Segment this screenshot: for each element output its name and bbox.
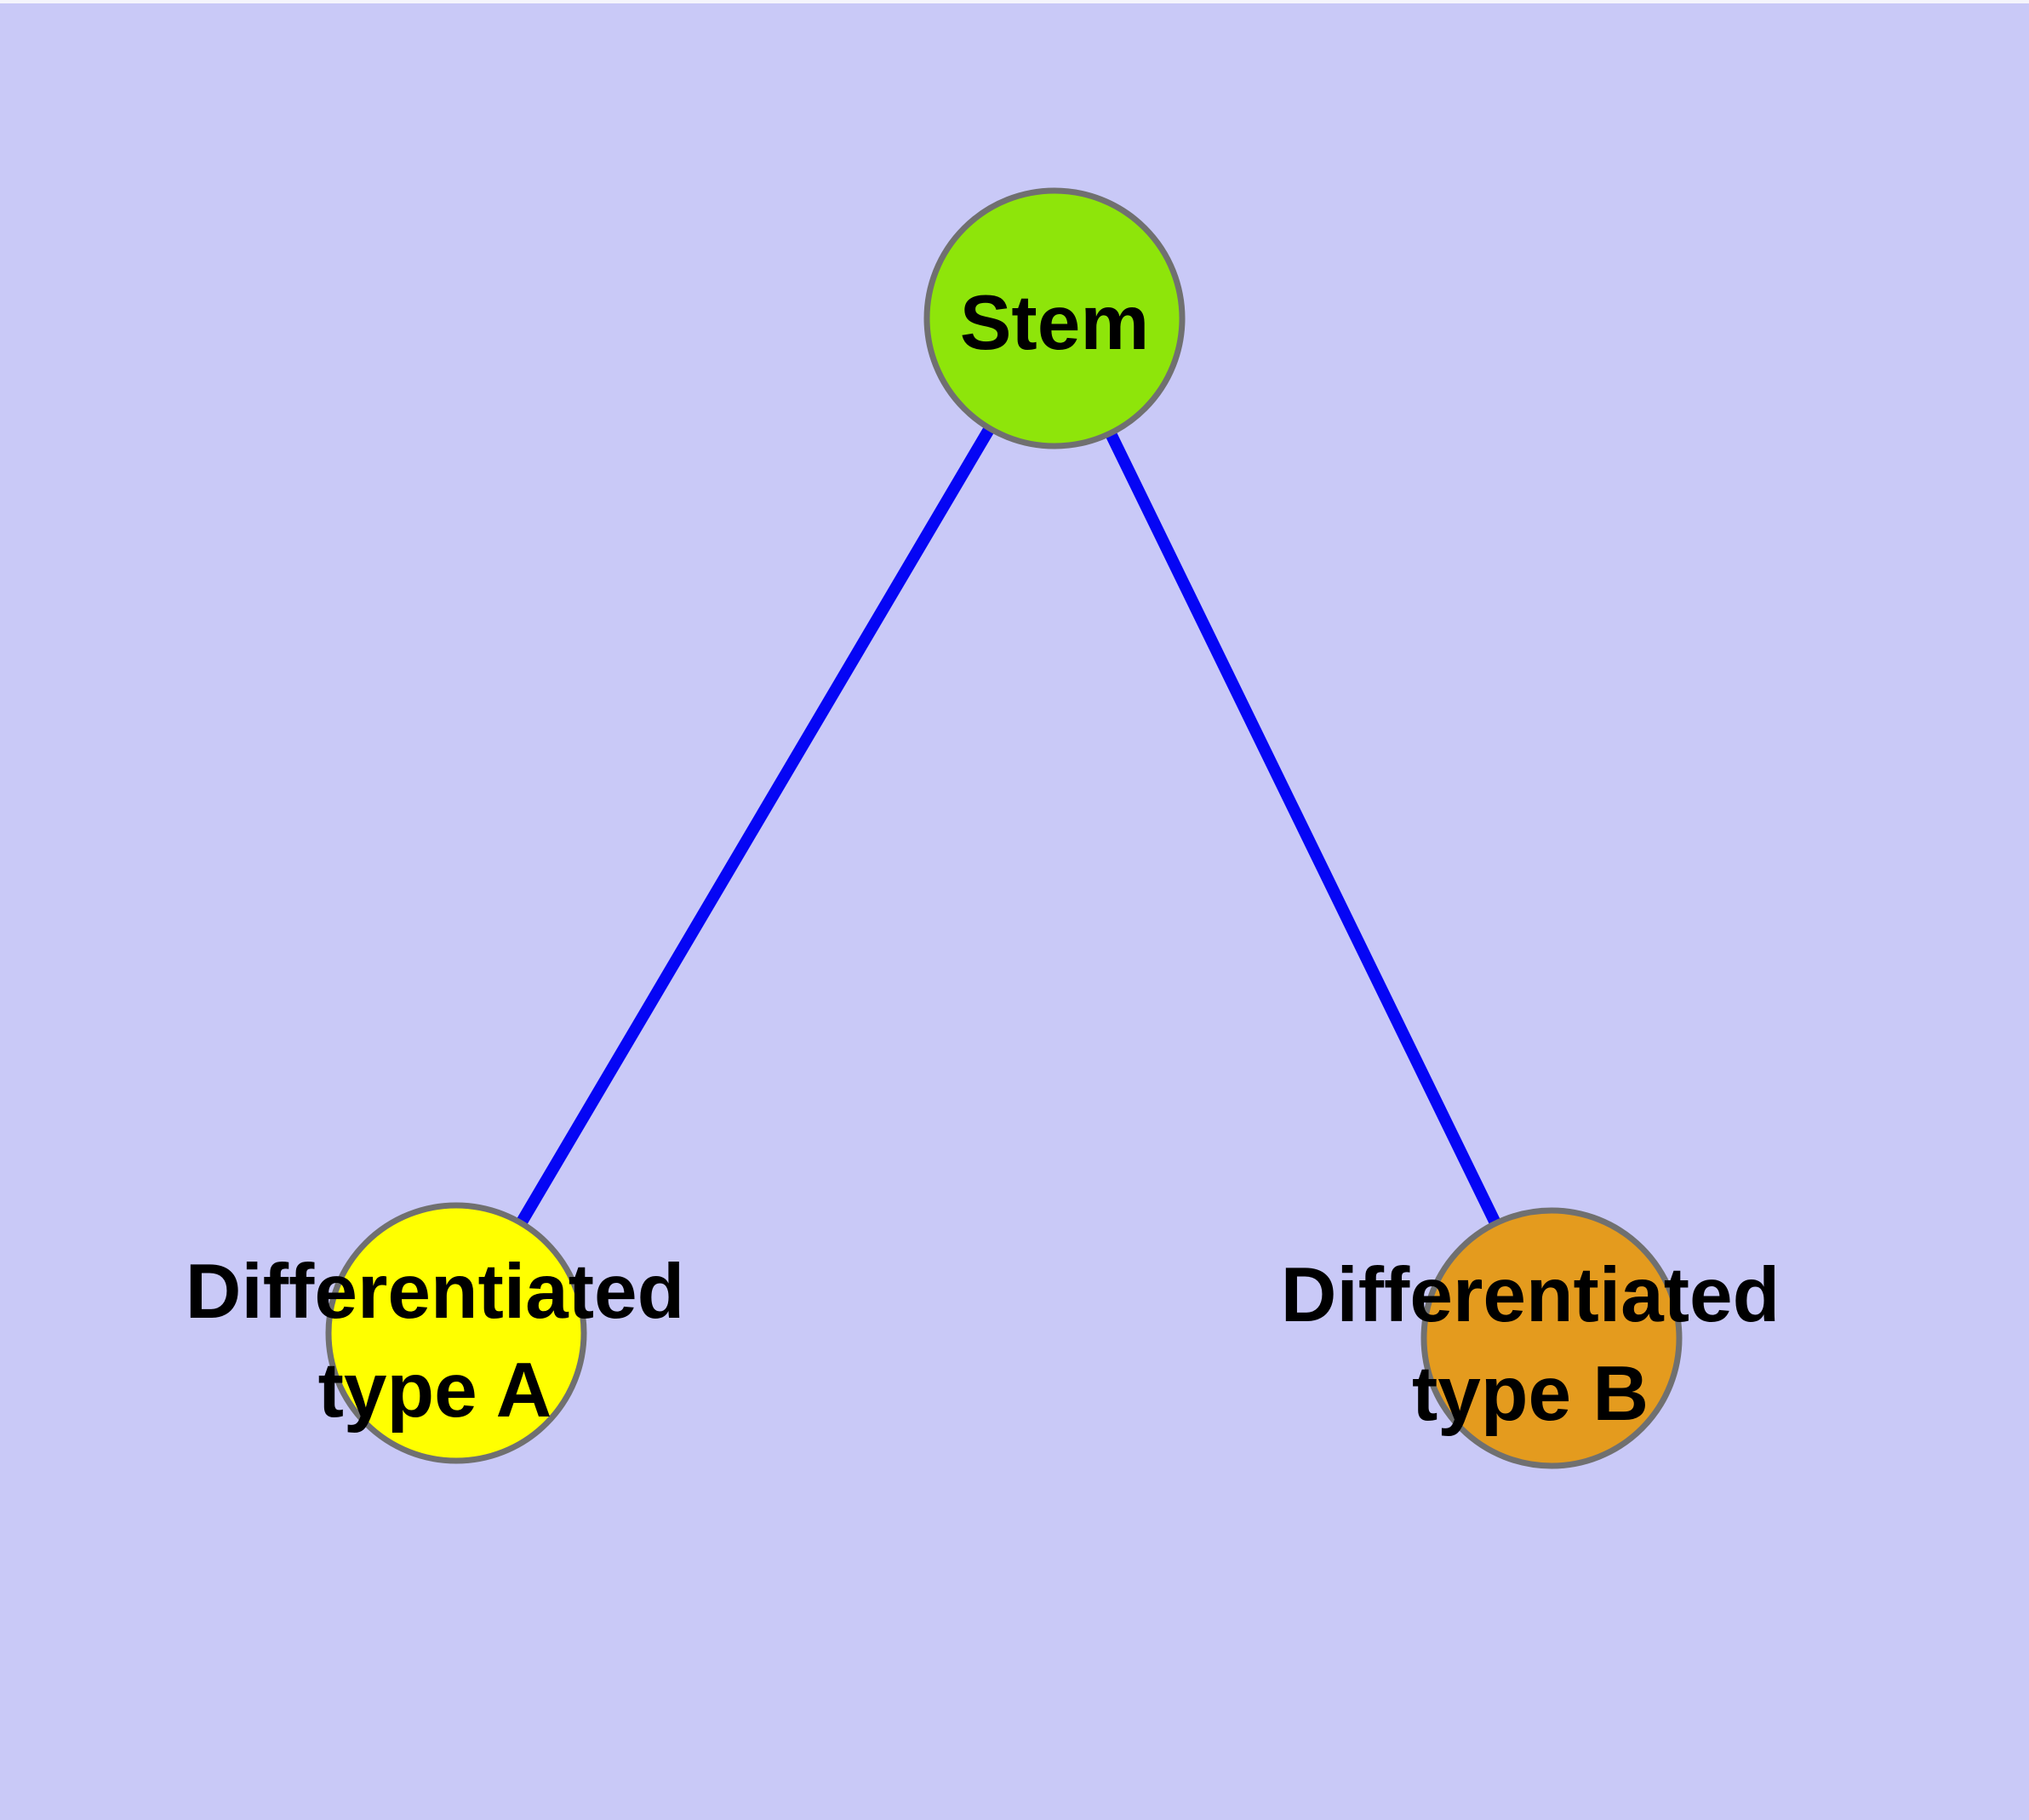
type-a-label-line-1: Differentiated: [185, 1249, 685, 1335]
differentiated-type-b-node-label: Differentiated type B: [1281, 1246, 1780, 1444]
type-a-label-line-2: type A: [317, 1348, 552, 1434]
edge-stem-to-type-a: [450, 315, 1060, 1336]
differentiated-type-a-node-label: Differentiated type A: [186, 1243, 685, 1440]
stem-node-circle: [923, 187, 1186, 449]
edge-stem-to-type-b: [1049, 315, 1557, 1342]
type-b-label-line-1: Differentiated: [1280, 1252, 1780, 1338]
differentiated-type-b-node-circle: [1420, 1207, 1683, 1469]
differentiated-type-a-node-circle: [325, 1202, 587, 1464]
type-b-label-line-2: type B: [1411, 1351, 1649, 1437]
stem-node-label: Stem: [960, 274, 1150, 373]
top-edge-strip: [0, 0, 2029, 3]
stem-node-label-text: Stem: [959, 280, 1150, 366]
